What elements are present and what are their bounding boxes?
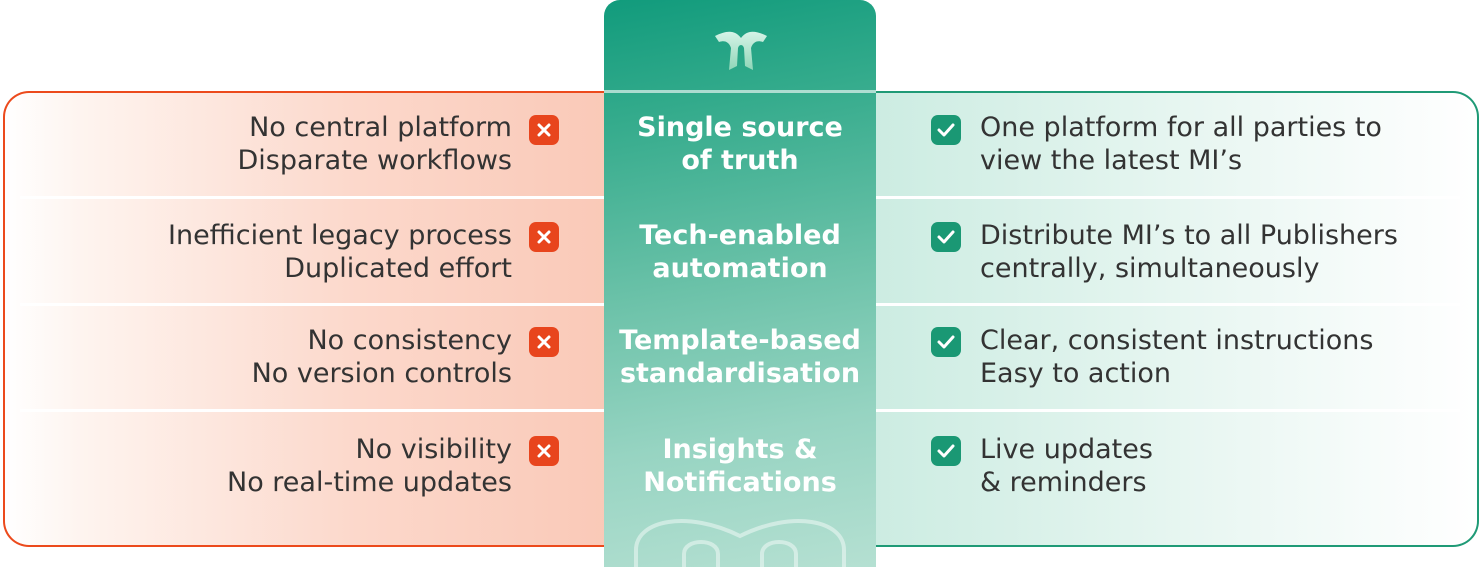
problem-line: No real-time updates xyxy=(227,467,512,498)
feature-line: standardisation xyxy=(619,358,861,389)
problem-line: Duplicated effort xyxy=(284,253,512,284)
solution-line: & reminders xyxy=(980,467,1147,498)
x-icon xyxy=(529,115,559,145)
feature-line: of truth xyxy=(681,145,799,176)
solution-line: Easy to action xyxy=(980,358,1172,389)
solutions-panel xyxy=(839,91,1479,547)
problem-line: No consistency xyxy=(307,325,512,356)
solution-text: Clear, consistent instructions Easy to a… xyxy=(980,324,1373,390)
problem-line: No visibility xyxy=(355,434,512,465)
problem-line: Inefficient legacy process xyxy=(168,220,512,251)
check-icon xyxy=(931,115,961,145)
x-icon xyxy=(529,327,559,357)
problem-text: Inefficient legacy process Duplicated ef… xyxy=(168,219,512,285)
feature-line: Single source xyxy=(637,112,843,143)
solution-line: Live updates xyxy=(980,434,1153,465)
solution-line: Distribute MI’s to all Publishers xyxy=(980,220,1398,251)
problem-text: No visibility No real-time updates xyxy=(227,433,512,499)
feature-title: Single source of truth xyxy=(604,111,876,177)
x-icon xyxy=(529,436,559,466)
problem-line: Disparate workflows xyxy=(237,145,512,176)
feature-line: automation xyxy=(652,253,828,284)
m-watermark-icon xyxy=(634,519,846,567)
check-icon xyxy=(931,327,961,357)
solution-line: view the latest MI’s xyxy=(980,145,1243,176)
solution-line: One platform for all parties to xyxy=(980,112,1382,143)
feature-line: Tech-enabled xyxy=(639,220,841,251)
problems-panel xyxy=(3,91,643,547)
solution-text: Distribute MI’s to all Publishers centra… xyxy=(980,219,1398,285)
check-icon xyxy=(931,222,961,252)
solution-line: centrally, simultaneously xyxy=(980,253,1320,284)
problem-line: No version controls xyxy=(251,358,512,389)
feature-line: Insights & xyxy=(662,434,818,465)
feature-line: Notifications xyxy=(643,467,837,498)
solution-line: Clear, consistent instructions xyxy=(980,325,1374,356)
check-icon xyxy=(931,436,961,466)
feature-column xyxy=(604,0,876,567)
solution-text: One platform for all parties to view the… xyxy=(980,111,1382,177)
problem-text: No consistency No version controls xyxy=(252,324,512,390)
solution-text: Live updates & reminders xyxy=(980,433,1153,499)
x-icon xyxy=(529,222,559,252)
feature-line: Template-based xyxy=(619,325,861,356)
feature-title: Template-based standardisation xyxy=(604,324,876,390)
feature-title: Tech-enabled automation xyxy=(604,219,876,285)
m-logo-icon xyxy=(715,31,767,70)
problem-line: No central platform xyxy=(249,112,512,143)
problem-text: No central platform Disparate workflows xyxy=(238,111,512,177)
feature-title: Insights & Notifications xyxy=(604,433,876,499)
header-divider xyxy=(604,90,876,93)
